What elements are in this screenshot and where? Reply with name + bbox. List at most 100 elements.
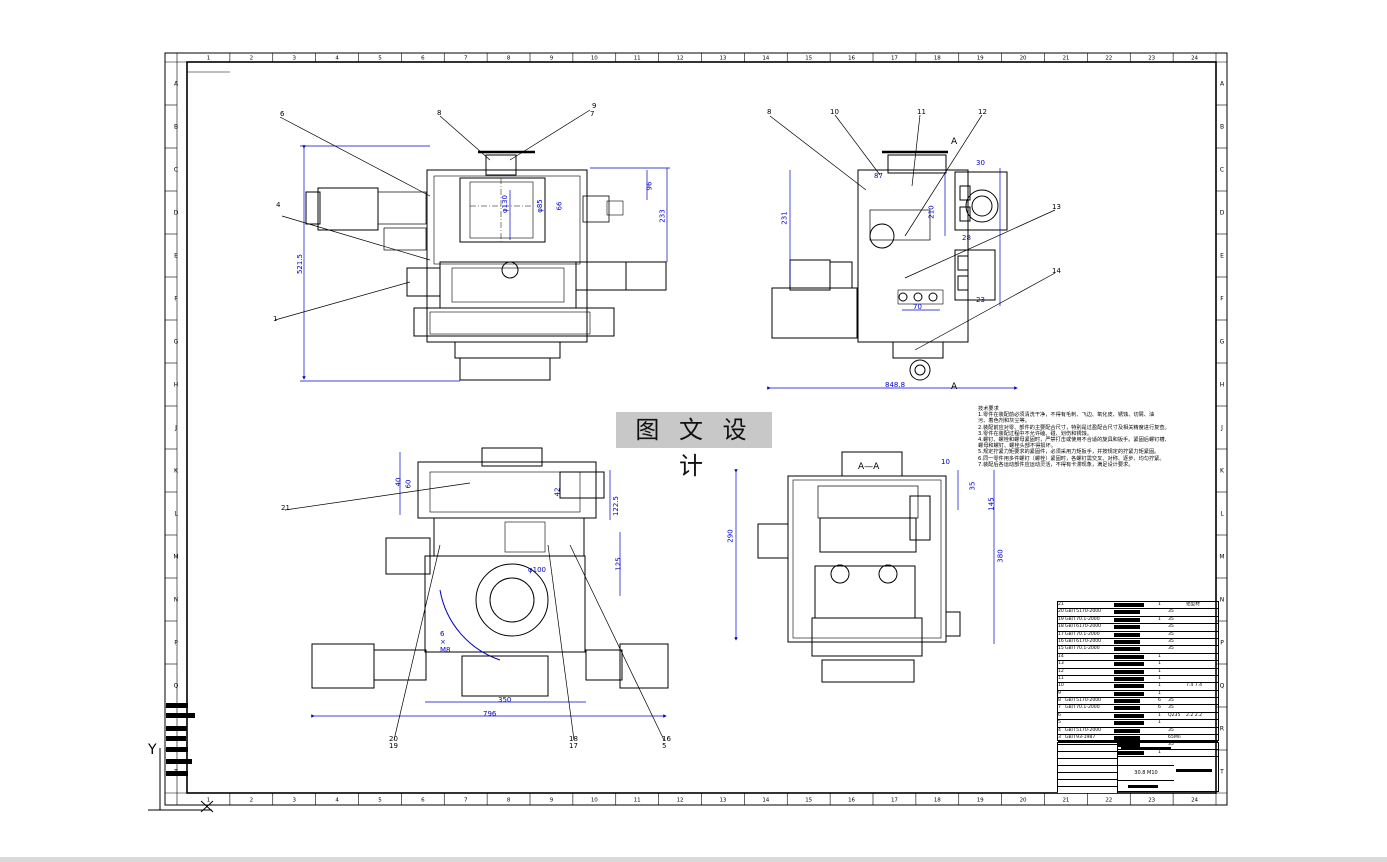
row-letter: N [174,597,179,604]
bom-cell-no: 15 [1058,646,1064,652]
drawing-number-bar [1176,769,1212,772]
bom-cell-no: 4 [1058,727,1061,733]
dimension-text: φ130 [500,195,509,213]
ucs-y-label: Y [147,742,157,758]
column-number: 7 [464,56,468,62]
title-block-grid [1058,743,1118,793]
column-number: 2 [250,56,254,62]
title-block-sheet: 30.8 [1134,770,1146,776]
column-number: 20 [1020,56,1027,62]
column-number: 19 [977,798,984,804]
column-number: 15 [805,798,812,804]
column-number: 5 [378,798,382,804]
column-number: 18 [934,798,941,804]
title-redaction [1128,785,1158,788]
front-view [305,150,667,381]
part-label: 12 [978,108,987,116]
bom-cell-no: 11 [1058,675,1064,681]
column-number: 21 [1062,798,1069,804]
bottom-strip [0,857,1387,862]
dimension-text: 40 [394,477,403,487]
tech-requirements: 技术要求 1.零件在装配前必须清洗干净，不得有毛刺、飞边、氧化皮、锈蚀、切屑、油… [978,406,1218,468]
dimension-text: 796 [483,710,497,718]
row-letter: L [174,511,178,518]
bom-cell-code: GB/T5170-2000 [1065,727,1102,733]
section-mark-top: A [951,137,958,147]
bom-cell-qty: 1 [1158,675,1161,681]
row-letter: B [1220,124,1224,131]
row-letter: B [174,124,178,131]
bom-cell-mat: 35 [1168,646,1174,652]
bom-cell-note: 铝型材 [1186,602,1200,607]
column-number: 20 [1020,798,1027,804]
bom-redaction [1114,654,1144,659]
column-number: 24 [1191,56,1198,62]
row-letter: K [174,468,179,475]
row-letter: Q [174,683,179,690]
row-letter: R [1220,726,1224,733]
row-letter: N [1220,597,1225,604]
title-block: 30.8 M10 [1057,742,1219,793]
dimension-text: 145 [987,497,996,511]
column-number: 7 [464,798,468,804]
bom-redaction [1114,603,1144,607]
dimension-text: 122.5 [612,495,621,517]
bom-cell-mat: 35 [1168,727,1174,733]
bom-cell-no: 3 [1058,735,1061,741]
row-letter: D [174,210,179,217]
column-number: 9 [550,56,554,62]
bom-redaction [1114,647,1140,652]
bom-cell-no: 13 [1058,661,1064,667]
column-number: 15 [805,56,812,62]
row-letter: M [1219,554,1224,561]
dimension-text: 28 [962,234,971,242]
column-number: 8 [507,56,511,62]
bom-cell-no: 10 [1058,683,1064,689]
bom-redaction [1114,676,1144,681]
bom-redaction [1114,743,1140,748]
dimension-text: 66 [555,201,564,211]
column-number: 13 [719,56,726,62]
part-label: 5 [662,742,667,750]
bom-cell-no: 20 [1058,609,1064,615]
dimension-text: 848.8 [885,381,906,389]
dimension-text: 70 [913,303,922,311]
title-redaction [1121,747,1171,750]
bom-redaction [1114,632,1140,637]
column-number: 3 [292,798,296,804]
row-letter: M [173,554,178,561]
leader-lines [274,109,1056,741]
dimension-text: 210 [927,205,936,219]
bom-cell-mat: 35 [1168,631,1174,637]
bom-cell-mat: Q235 [1168,712,1181,718]
bom-cell-mat: 35 [1168,616,1174,622]
bom-cell-qty: 1 [1158,668,1161,674]
bom-cell-qty: 1 [1158,749,1161,755]
dimension-text: 96 [645,181,654,191]
column-number: 12 [677,798,684,804]
bom-cell-mat: 35 [1168,698,1174,704]
dimension-text: 23 [976,296,985,304]
column-number: 22 [1105,798,1112,804]
part-label: 16 [662,735,671,743]
bom-redaction [1114,669,1144,674]
bom-cell-qty: 1 [1158,653,1161,659]
row-letter: G [1220,339,1225,346]
bom-cell-no: 18 [1058,624,1064,630]
column-number: 4 [335,56,339,62]
column-number: 23 [1148,56,1155,62]
part-label: 18 [569,735,578,743]
column-number: 13 [719,798,726,804]
column-number: 24 [1191,798,1198,804]
bom-cell-code: GB/T5170-2000 [1065,698,1102,704]
bom-cell-qty: 1 [1158,661,1161,667]
tech-line: 6.同一零件用多件螺钉（螺栓）紧固时，各螺钉需交叉、对称、逐步、均匀拧紧。 [978,455,1165,462]
bom-cell-qty: 1 [1158,602,1161,607]
